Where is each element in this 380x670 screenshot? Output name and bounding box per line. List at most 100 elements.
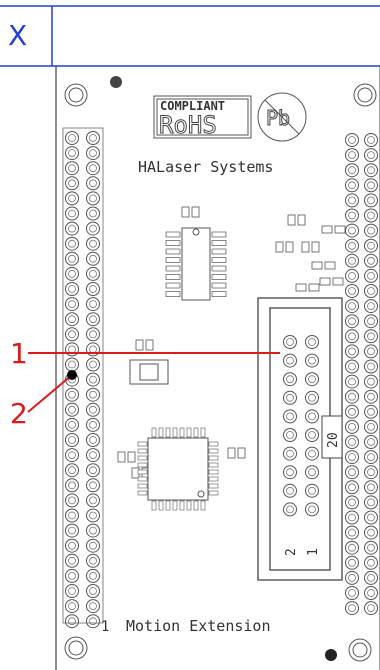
qfp-pin [186,500,192,511]
connector-pin [283,353,297,368]
soic-pin [211,248,227,255]
smd-pad [227,447,236,459]
connector-pin [283,390,297,405]
company-name: HALaser Systems [138,158,273,176]
header-pin [86,312,100,327]
header-pin [86,266,100,281]
smd-pad [287,214,296,226]
header-pin [364,570,378,585]
connector-pin20-label: 20 [326,432,341,448]
smd-pad [237,447,246,459]
header-pin [345,223,359,238]
qfp-pin [208,469,219,475]
header-pin [86,614,100,629]
smd-pad [311,241,320,253]
header-pin [364,193,378,208]
header-pin [86,523,100,538]
qfp-pins [137,427,219,511]
header-pin [65,493,79,508]
sot-chip [129,359,169,385]
smd-pad [324,261,336,270]
header-pin [364,268,378,283]
qfp-pin [165,427,171,438]
left-pin-header [62,127,104,629]
header-pin [364,148,378,163]
qfp-pin [137,462,148,468]
header-pin [86,553,100,568]
header-pin [345,268,359,283]
smd-pad [181,206,190,218]
header-pin [345,178,359,193]
soic-pin [165,282,181,289]
soic-pin [165,291,181,297]
connector-pins [283,335,319,517]
header-pin [65,523,79,538]
header-pin [86,206,100,221]
soic-pin [165,257,181,263]
header-pin [364,450,378,465]
highlighted-pin [67,370,77,380]
header-pin [86,161,100,176]
qfp-pin [137,483,148,489]
qfp-pin [200,500,206,511]
connector-pin [305,390,319,405]
header-pin [65,357,79,372]
soic-pin [165,231,181,238]
header-pin [364,480,378,495]
header-pin [65,282,79,296]
smd-pad [301,241,310,253]
header-pin [65,387,79,402]
connector-pin [305,335,319,349]
soic-chip [181,227,211,301]
footer-label: Motion Extension [126,617,271,635]
header-pin [345,570,359,585]
header-pin [86,493,100,508]
smd-pad [135,339,144,351]
connector-pin [283,446,297,461]
header-pin [345,480,359,495]
header-pin [364,329,378,344]
connector-pin [305,428,319,442]
header-pin [86,463,100,478]
header-pin [65,402,79,417]
header-pin [86,568,100,583]
soic-pin [211,257,227,263]
header-pin [86,251,100,266]
header-pin [345,359,359,374]
header-pin [65,221,79,236]
header-pin [364,389,378,404]
header-pin [345,329,359,344]
qfp-pin [137,469,148,475]
header-pin [86,538,100,553]
header-pin [65,191,79,206]
header-pin [364,404,378,419]
header-pin [364,133,378,147]
header-pin [364,178,378,193]
header-tab-label: X [8,19,28,52]
header-pin [86,131,100,145]
header-pin [364,314,378,329]
smd-pad [127,451,136,463]
connector-pin [283,409,297,424]
header-pin [345,284,359,298]
header-pin [364,465,378,480]
smd-pad [191,206,200,218]
connector-pin [283,428,297,442]
header-pin [345,374,359,389]
header-pin [345,525,359,540]
header-pin [65,568,79,583]
qfp-pin [158,500,164,511]
qfp-pin [172,427,178,438]
smd-pad [321,225,333,234]
fiducial-dot [325,649,337,661]
header-pin [345,586,359,600]
header-pin [86,402,100,417]
header-pin [65,327,79,342]
header-pin [86,372,100,387]
header-pin [65,206,79,221]
header-pin [345,344,359,359]
connector-pin [283,502,297,517]
header-pin [345,148,359,163]
header-pin [65,614,79,629]
